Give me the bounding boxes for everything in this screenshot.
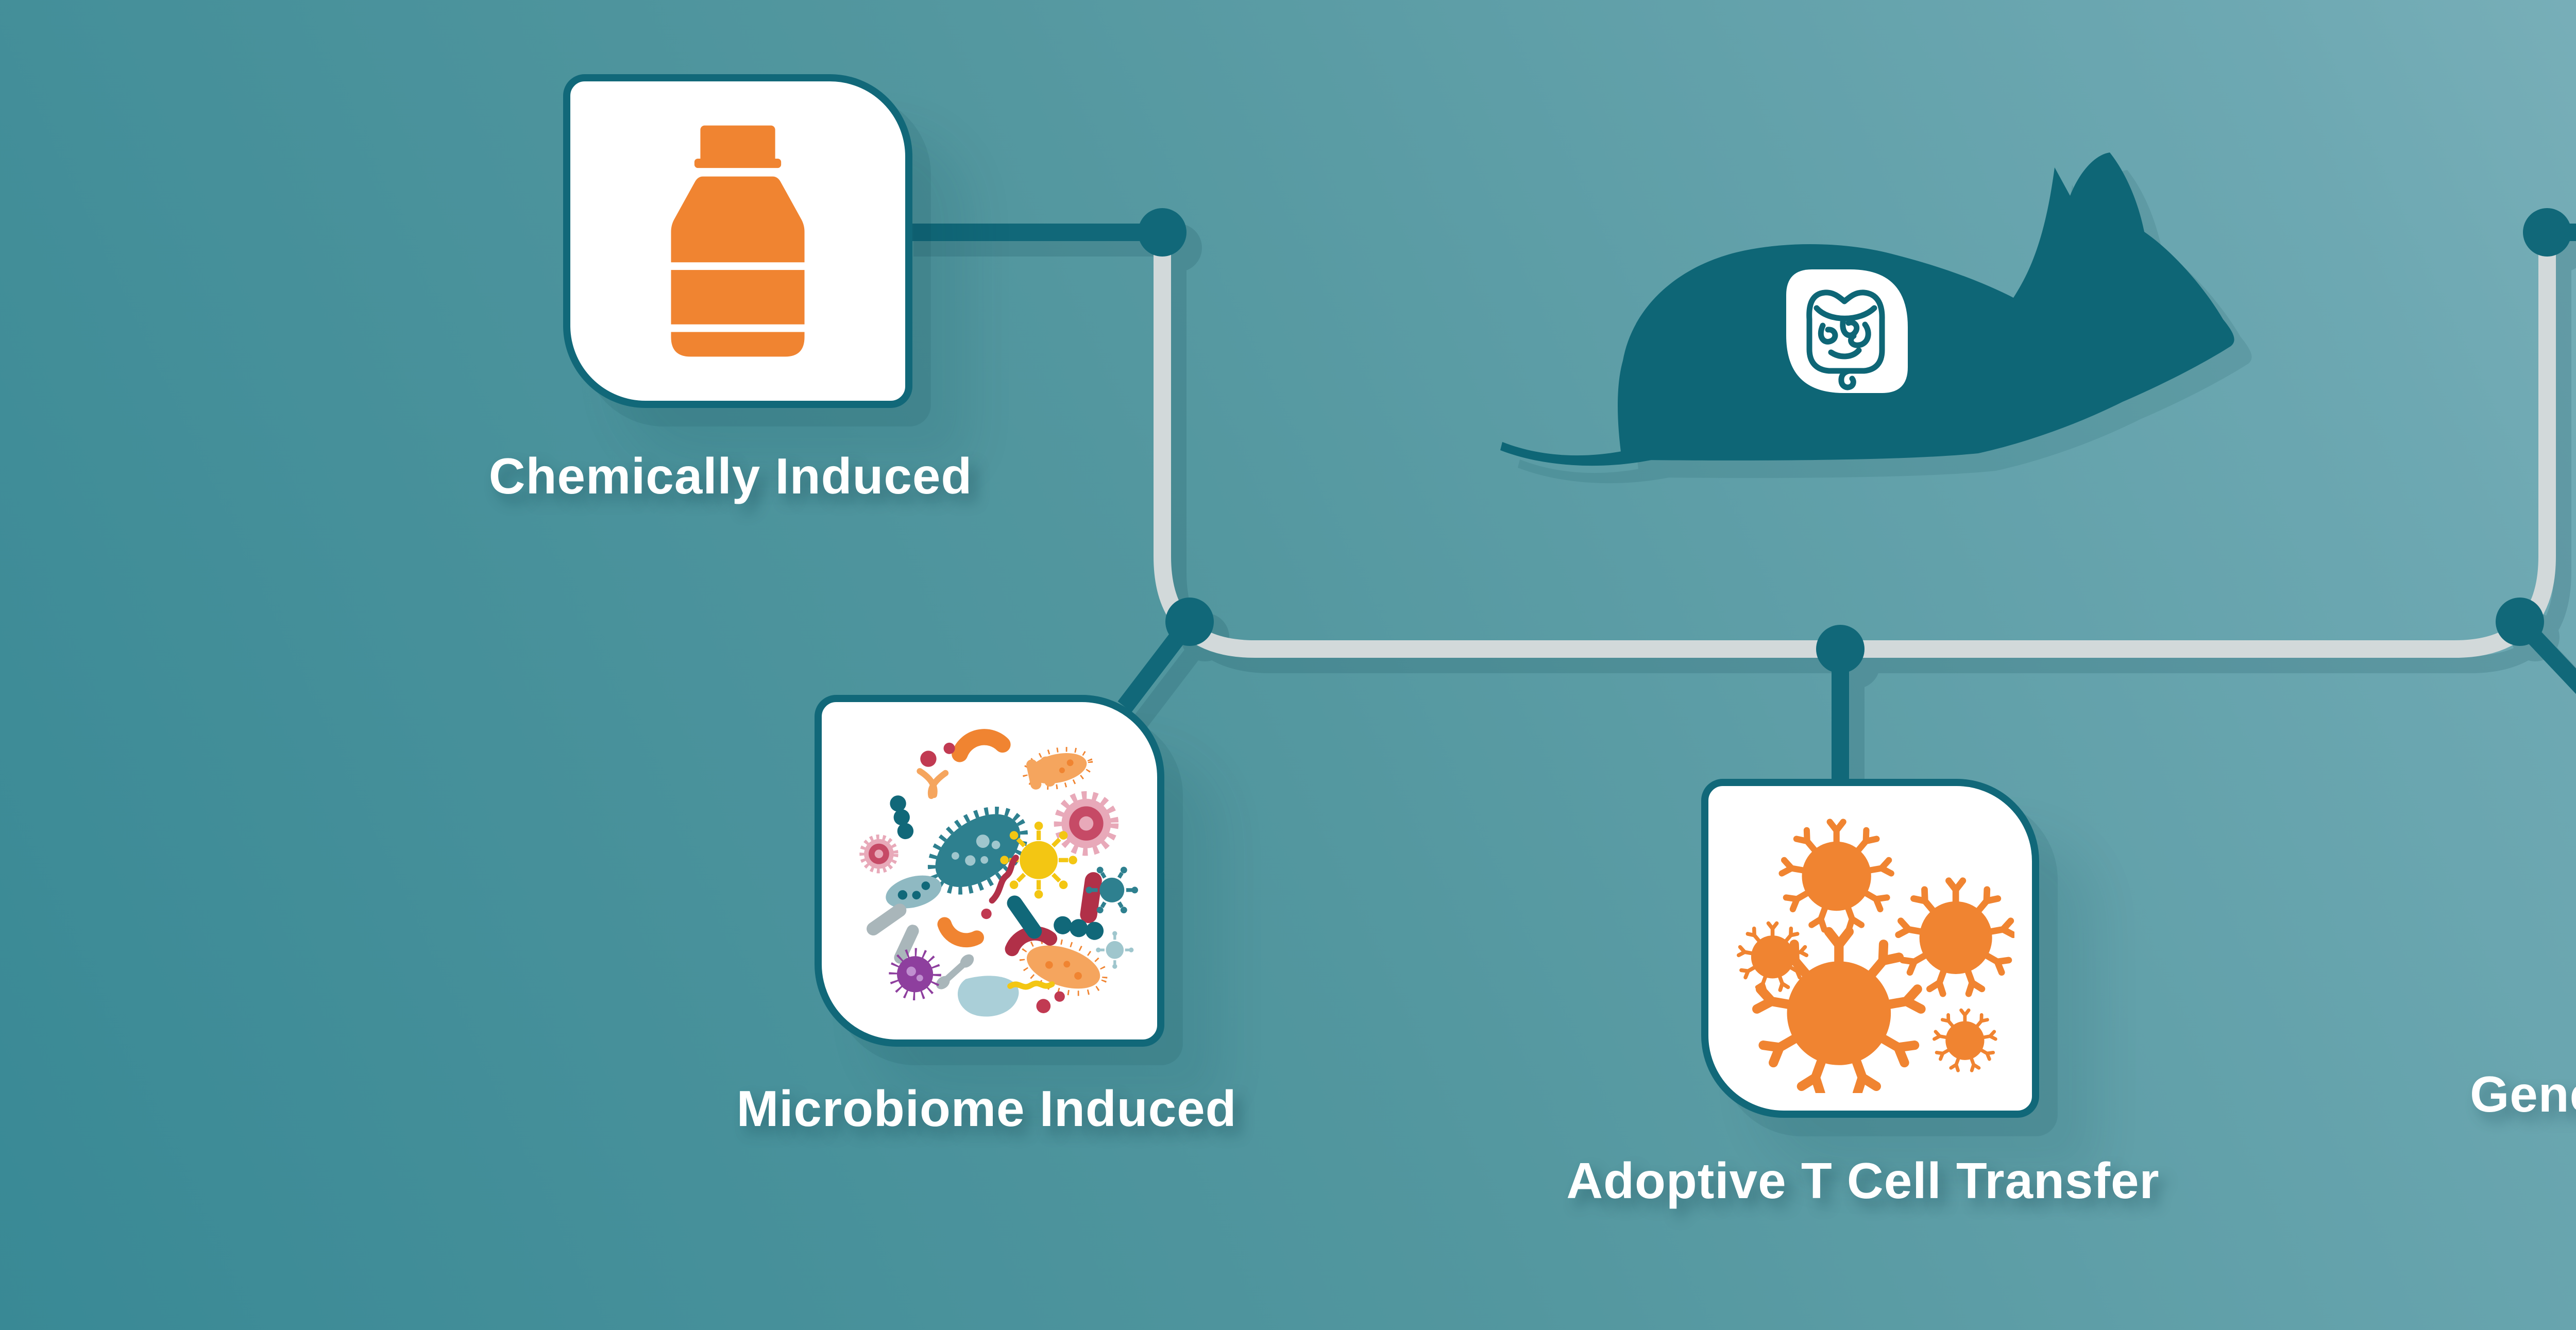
label-microbiome-induced: Microbiome Induced	[736, 1080, 1237, 1137]
label-genetically-engineered: Genetically Engineered	[2470, 1066, 2576, 1122]
mouse-figure	[1489, 144, 2251, 479]
intestines-icon	[1806, 289, 1885, 390]
junction-dot	[2496, 598, 2544, 646]
card-adoptive-t-cell-transfer	[1701, 779, 2039, 1118]
junction-dot	[1165, 598, 1214, 646]
junction-dot	[2523, 208, 2571, 257]
t-cells-icon	[1726, 804, 2014, 1093]
label-chemically-induced: Chemically Induced	[488, 448, 973, 504]
label-adoptive-t-cell-transfer: Adoptive T Cell Transfer	[1566, 1152, 2160, 1209]
card-microbiome-induced	[815, 695, 1164, 1047]
microbes-cluster-icon	[859, 729, 1138, 1017]
junction-dot	[1138, 208, 1187, 257]
mouse-icon	[1500, 152, 2234, 466]
junction-dot	[1816, 625, 1865, 673]
pill-bottle-icon	[671, 125, 805, 357]
card-chemically-induced	[563, 74, 912, 408]
